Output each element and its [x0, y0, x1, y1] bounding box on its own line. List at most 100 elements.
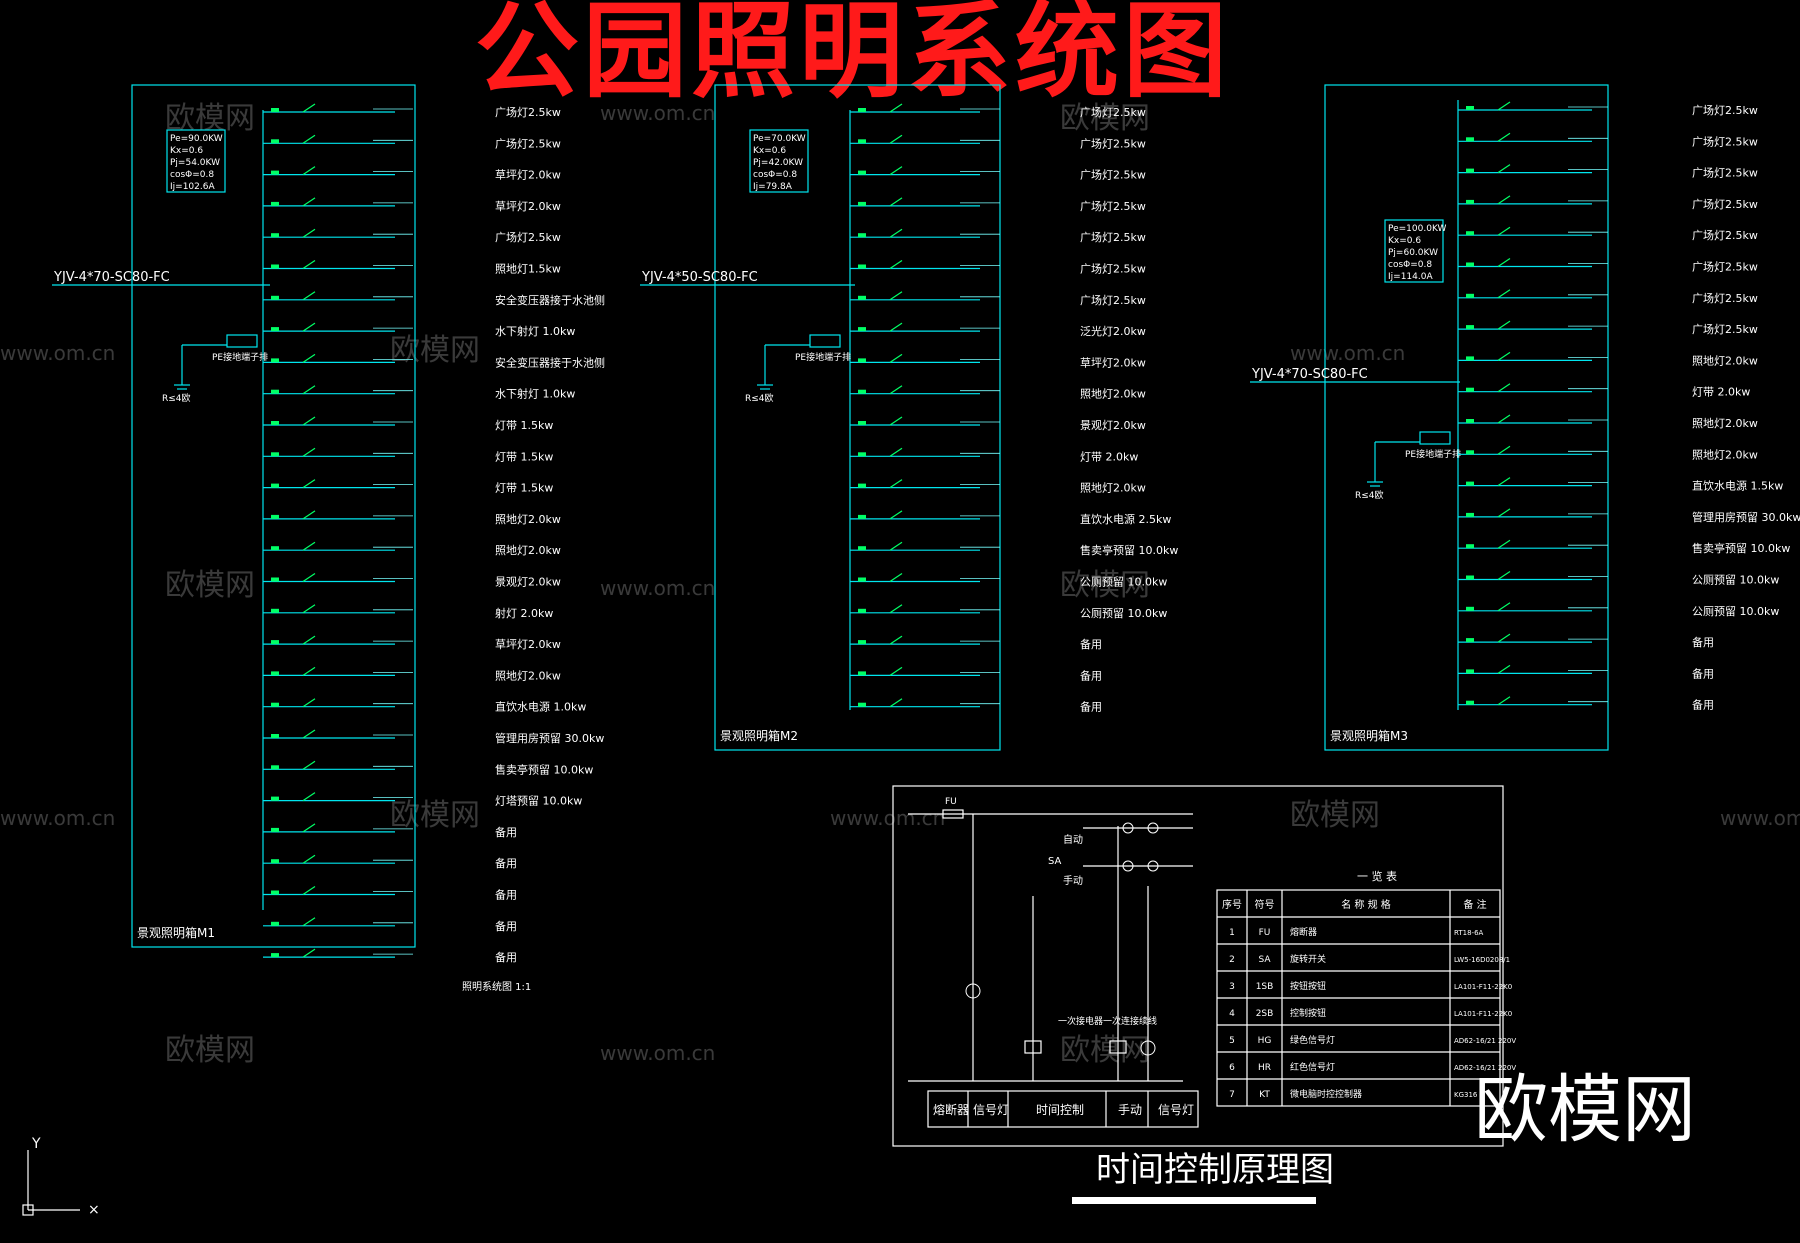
breaker-mark [1466, 638, 1474, 643]
breaker-mark [1466, 293, 1474, 298]
breaker-symbol [889, 479, 903, 489]
circuit-label: 广场灯2.5kw [1692, 228, 1758, 242]
circuit-label: 广场灯2.5kw [1692, 291, 1758, 305]
breaker-symbol [889, 197, 903, 207]
feeder-label: YJV-4*70-SC80-FC [1251, 367, 1368, 382]
watermark: www.om.cn [600, 1041, 715, 1065]
breaker-mark [1466, 137, 1474, 142]
breaker-symbol [302, 792, 316, 802]
table-cell: LA101-F11-22K0 [1454, 1010, 1512, 1018]
table-cell: 2 [1229, 955, 1235, 965]
breaker-mark [271, 452, 279, 457]
watermark: 欧模网 [390, 798, 480, 833]
breaker-mark [1466, 700, 1474, 705]
terminal-block [809, 334, 841, 348]
table-cell: 7 [1229, 1090, 1235, 1100]
breaker-mark [271, 921, 279, 926]
control-diagram-title: 时间控制原理图 [1096, 1150, 1334, 1190]
breaker-symbol [302, 604, 316, 614]
load-param: Pj=42.0KW [753, 158, 803, 168]
terminal-label: PE接地端子排 [795, 351, 851, 363]
breaker-mark [858, 452, 866, 457]
terminal-block [226, 334, 258, 348]
circuit-label: 照地灯2.0kw [1692, 354, 1758, 367]
table-cell: 旋转开关 [1290, 953, 1326, 965]
breaker-symbol [302, 635, 316, 645]
ground-label: R≤4欧 [745, 392, 774, 404]
load-param: cosΦ=0.8 [1388, 260, 1432, 270]
table-cell: 按钮按钮 [1290, 980, 1326, 992]
breaker-symbol [889, 604, 903, 614]
breaker-symbol [302, 886, 316, 895]
table-cell: HR [1258, 1063, 1271, 1073]
circuit-label: 公厕预留 10.0kw [1692, 605, 1779, 618]
breaker-symbol [302, 166, 316, 176]
circuit-label: 直饮水电源 1.5kw [1692, 479, 1783, 493]
breaker-mark [858, 295, 866, 300]
breaker-mark [1466, 512, 1474, 517]
load-param: Pj=54.0KW [170, 158, 220, 168]
breaker-symbol [1497, 320, 1511, 330]
breaker-symbol [889, 322, 903, 332]
load-params-box [1384, 219, 1444, 283]
breaker-symbol [302, 291, 316, 301]
breaker-mark [1466, 387, 1474, 392]
circuit-label: 灯带 2.0kw [1080, 450, 1138, 463]
breaker-mark [1466, 231, 1474, 236]
table-cell: AD62-16/21 220V [1454, 1037, 1516, 1045]
circuit-label: 照地灯2.0kw [1692, 448, 1758, 461]
breaker-mark [858, 358, 866, 363]
watermark: www.om.cn [830, 806, 945, 830]
table-cell: 2SB [1256, 1009, 1274, 1019]
circuit-label: 景观灯2.0kw [1080, 419, 1146, 432]
ucs-origin [22, 1204, 34, 1216]
breaker-mark [271, 108, 279, 112]
panel-name: 景观照明箱M2 [720, 728, 798, 743]
circuit-label: 广场灯2.5kw [1692, 134, 1758, 148]
breaker-symbol [302, 322, 316, 332]
signal-lamp-green [965, 983, 981, 999]
circuit-label: 射灯 2.0kw [495, 606, 553, 620]
breaker-mark [271, 702, 279, 707]
circuit-label: 水下射灯 1.0kw [495, 387, 575, 401]
table-cell: HG [1258, 1036, 1272, 1046]
circuit-label: 售卖亭预留 10.0kw [495, 762, 593, 776]
breaker-symbol [1497, 539, 1511, 549]
breaker-symbol [302, 510, 316, 520]
breaker-mark [1466, 168, 1474, 173]
circuit-label: 备用 [1692, 698, 1714, 712]
table-header: 符号 [1255, 898, 1275, 911]
circuit-label: 景观灯2.0kw [495, 576, 561, 589]
breaker-symbol [302, 385, 316, 395]
load-param: Pe=100.0KW [1388, 224, 1447, 234]
table-cell: 熔断器 [1290, 926, 1317, 938]
load-param: Pe=90.0KW [170, 134, 223, 144]
circuit-label: 直饮水电源 2.5kw [1080, 512, 1171, 526]
panel-footnote: 照明系统图 1:1 [462, 980, 531, 993]
circuit-label: 照地灯2.0kw [495, 669, 561, 682]
breaker-mark [1466, 199, 1474, 204]
circuit-label: 广场灯2.5kw [1080, 168, 1146, 182]
breaker-symbol [302, 479, 316, 489]
brand-logo: 欧模网 [1474, 1067, 1696, 1153]
watermark: 欧模网 [390, 333, 480, 368]
breaker-symbol [889, 103, 903, 113]
bottom-row-label: 时间控制 [1036, 1103, 1084, 1117]
breaker-mark [271, 827, 279, 832]
table-cell: 5 [1229, 1036, 1235, 1046]
load-param: Pj=60.0KW [1388, 248, 1438, 258]
breaker-mark [271, 514, 279, 519]
circuit-label: 广场灯2.5kw [1080, 105, 1146, 119]
table-cell: 3 [1229, 982, 1235, 992]
table-cell: 4 [1229, 1009, 1235, 1019]
breaker-mark [1466, 325, 1474, 330]
breaker-symbol [302, 698, 316, 708]
circuit-label: 备用 [495, 856, 517, 870]
breaker-symbol [302, 447, 316, 457]
breaker-symbol [1497, 101, 1511, 111]
circuit-label: 广场灯2.5kw [495, 230, 561, 244]
watermark: 欧模网 [1290, 798, 1380, 833]
table-cell: LA101-F11-22K0 [1454, 983, 1512, 991]
circuit-label: 备用 [1080, 700, 1102, 714]
